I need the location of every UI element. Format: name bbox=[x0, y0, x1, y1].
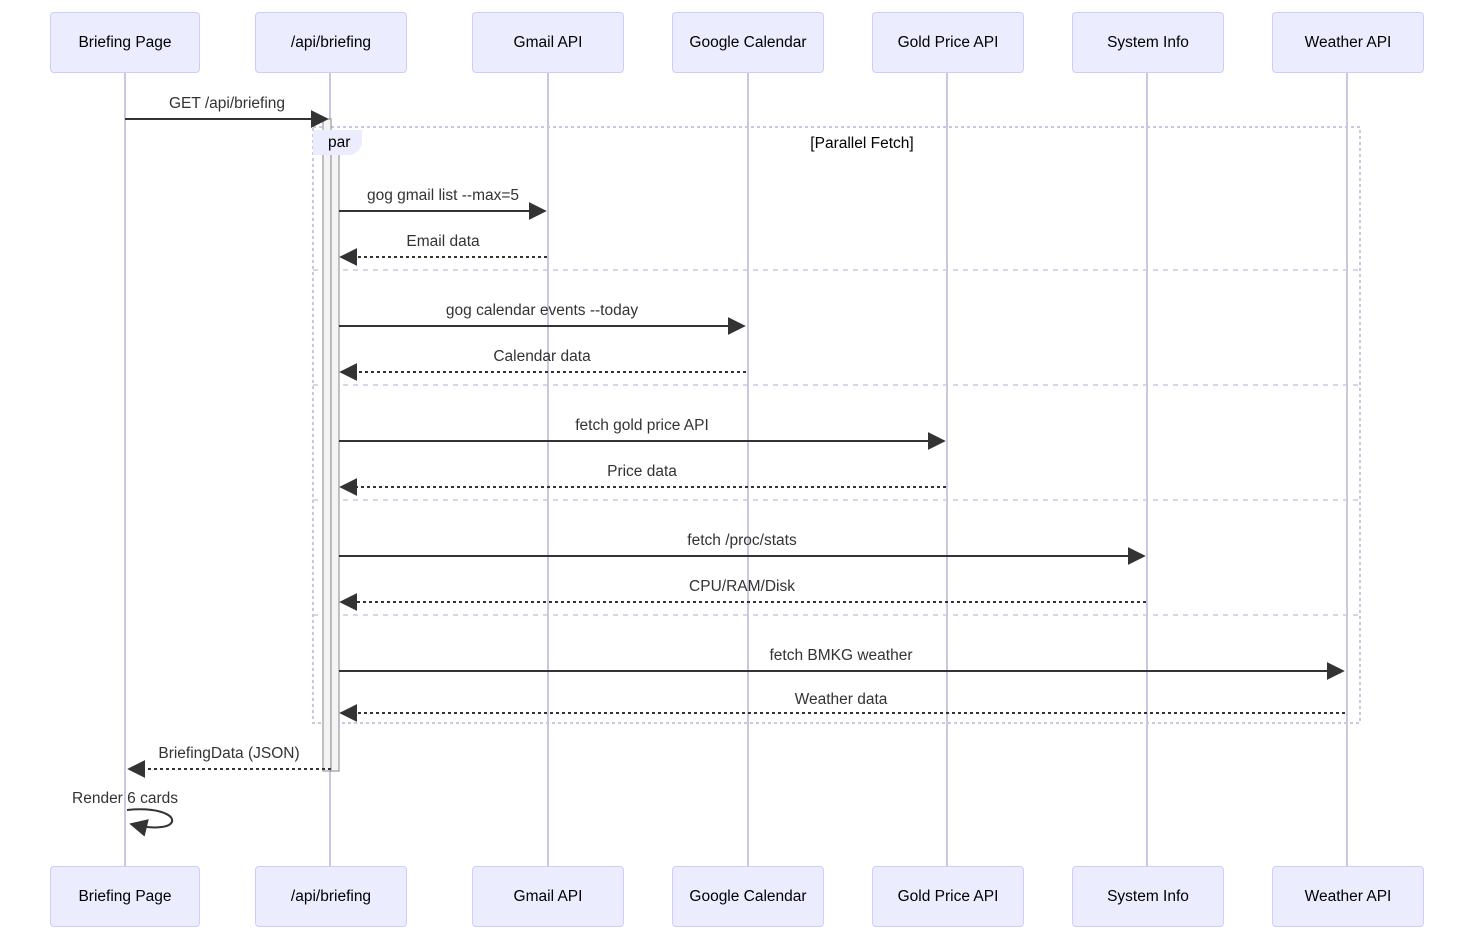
participant-box-top-gmail-api[interactable]: Gmail API bbox=[472, 12, 624, 73]
participant-label: /api/briefing bbox=[290, 33, 372, 51]
participant-box-bottom-gmail-api[interactable]: Gmail API bbox=[472, 866, 624, 927]
activation-bar-outer bbox=[322, 118, 332, 772]
message-label-m2: gog gmail list --max=5 bbox=[366, 187, 520, 204]
participant-box-top-api-briefing[interactable]: /api/briefing bbox=[255, 12, 407, 73]
participant-box-bottom-weather-api[interactable]: Weather API bbox=[1272, 866, 1424, 927]
participant-label: Gold Price API bbox=[897, 33, 999, 51]
participant-label: Briefing Page bbox=[78, 33, 172, 51]
participant-label: Weather API bbox=[1304, 887, 1392, 905]
participant-box-top-weather-api[interactable]: Weather API bbox=[1272, 12, 1424, 73]
participant-label: /api/briefing bbox=[290, 887, 372, 905]
message-arrow-m13-self-loop bbox=[126, 808, 174, 837]
participant-label: Gold Price API bbox=[897, 887, 999, 905]
participant-label: System Info bbox=[1107, 887, 1189, 905]
message-label-m10: fetch BMKG weather bbox=[769, 647, 913, 664]
participant-label: Gmail API bbox=[513, 33, 583, 51]
message-label-m8: fetch /proc/stats bbox=[687, 532, 797, 549]
participant-box-top-briefing-page[interactable]: Briefing Page bbox=[50, 12, 200, 73]
participant-box-bottom-briefing-page[interactable]: Briefing Page bbox=[50, 866, 200, 927]
message-label-m5: Calendar data bbox=[493, 348, 591, 365]
participant-label: Gmail API bbox=[513, 887, 583, 905]
activation-bar-inner bbox=[330, 130, 340, 772]
par-fragment-title: [Parallel Fetch] bbox=[810, 135, 914, 152]
participant-label: Google Calendar bbox=[689, 33, 807, 51]
message-label-m11: Weather data bbox=[794, 691, 888, 708]
participant-label: System Info bbox=[1107, 33, 1189, 51]
par-fragment-operator-label: par bbox=[328, 133, 351, 151]
message-label-m13: Render 6 cards bbox=[72, 790, 178, 807]
participant-box-top-gold-price-api[interactable]: Gold Price API bbox=[872, 12, 1024, 73]
messages bbox=[125, 110, 1345, 837]
activation-bars bbox=[322, 118, 340, 772]
message-label-m4: gog calendar events --today bbox=[445, 302, 639, 319]
participant-box-bottom-gold-price-api[interactable]: Gold Price API bbox=[872, 866, 1024, 927]
message-label-m9: CPU/RAM/Disk bbox=[689, 578, 795, 595]
par-fragment-box bbox=[312, 126, 1361, 724]
message-label-m12: BriefingData (JSON) bbox=[158, 745, 300, 762]
par-fragment-operator-tab: par bbox=[313, 130, 363, 155]
message-label-m6: fetch gold price API bbox=[575, 417, 709, 434]
participant-box-bottom-system-info[interactable]: System Info bbox=[1072, 866, 1224, 927]
message-label-m1: GET /api/briefing bbox=[168, 95, 286, 112]
participant-label: Weather API bbox=[1304, 33, 1392, 51]
participant-box-top-google-calendar[interactable]: Google Calendar bbox=[672, 12, 824, 73]
participant-box-bottom-google-calendar[interactable]: Google Calendar bbox=[672, 866, 824, 927]
participant-label: Briefing Page bbox=[78, 887, 172, 905]
participant-box-top-system-info[interactable]: System Info bbox=[1072, 12, 1224, 73]
participant-box-bottom-api-briefing[interactable]: /api/briefing bbox=[255, 866, 407, 927]
lifelines bbox=[124, 73, 1348, 867]
participant-label: Google Calendar bbox=[689, 887, 807, 905]
message-label-m3: Email data bbox=[406, 233, 480, 250]
message-label-m7: Price data bbox=[607, 463, 677, 480]
